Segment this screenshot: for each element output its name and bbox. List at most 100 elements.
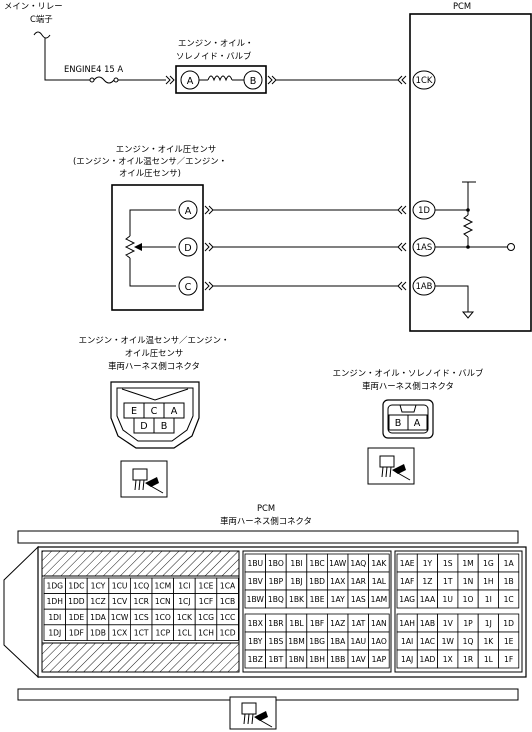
solenoid-connector-latch <box>399 404 417 413</box>
pcm-pin-label: 1BF <box>310 619 324 628</box>
connector-chevron-icon <box>397 281 407 291</box>
pcm-cavity <box>498 649 520 669</box>
pcm-pin-label: 1AJ <box>401 655 413 664</box>
pcm-pin-label: 1BW <box>247 595 265 604</box>
pcm-connector-top-rail <box>17 530 519 544</box>
pcm-pin-label: 1I <box>485 595 492 604</box>
pcm-pin-label: 1AC <box>420 637 435 646</box>
sensor-connector-label-line2: オイル圧センサ <box>125 348 184 358</box>
pcm-pin-label: 1AK <box>371 559 387 568</box>
pcm-pin-label: 1BN <box>289 655 305 664</box>
pcm-pin-label: 1AH <box>399 619 415 628</box>
sensor-pin-d: D <box>184 243 191 254</box>
solenoid-conn-pin-a: A <box>414 418 421 429</box>
pcm-pin-label: 1BS <box>269 637 284 646</box>
pcm-connector-label: PCM 車両ハーネス側コネクタ <box>220 503 312 526</box>
sensor-internal-wire-a <box>129 209 176 236</box>
pcm-pin-label: 1CW <box>111 613 129 622</box>
fuse-icon <box>89 76 119 84</box>
pcm-pin-1as: 1AS <box>416 242 432 252</box>
pcm-cavity <box>216 624 239 641</box>
pcm-pin-label: 1AQ <box>350 559 366 568</box>
pcm-pin-label: 1AV <box>351 655 367 664</box>
pcm-pin-label: 1AM <box>371 595 388 604</box>
pcm-cavity <box>498 589 520 609</box>
pcm-connector-end-cap <box>3 545 39 679</box>
pcm-pin-label: 1BQ <box>268 595 284 604</box>
sensor-label-line2: (エンジン・オイル温センサ／エンジン・ <box>73 156 227 166</box>
pcm-pin-label: 1G <box>483 559 494 568</box>
pcm-pin-label: 1AX <box>330 577 345 586</box>
pcm-pin-label: 1CN <box>155 597 171 606</box>
pcm-pin-label: 1A <box>504 559 515 568</box>
pcm-pin-label: 1M <box>462 559 473 568</box>
pcm-pin-label: 1AD <box>420 655 436 664</box>
pcm-pin-label: 1CZ <box>90 597 105 606</box>
sensor-pin-a-circle <box>178 200 198 220</box>
pcm-pin-label: 1CO <box>155 613 171 622</box>
pcm-cavity <box>368 589 390 609</box>
pcm-pin-label: 1DB <box>90 628 106 637</box>
pcm-pin-label: 1CD <box>220 628 236 637</box>
sensor-pin-d-circle <box>178 237 198 257</box>
pcm-pin-label: 1CV <box>112 597 128 606</box>
pcm-pin-label: 1CL <box>177 628 192 637</box>
solenoid-label-line1: エンジン・オイル・ <box>178 38 253 48</box>
sensor-conn-pin-c: C <box>151 406 158 417</box>
pcm-pin-label: 1AT <box>351 619 365 628</box>
solenoid-connector-label: エンジン・オイル・ソレノイド・バルブ 車両ハーネス側コネクタ <box>333 368 484 391</box>
pcm-pin-label: 1D <box>503 619 514 628</box>
pcm-pin-label: 1CB <box>220 597 235 606</box>
sensor-pin-a: A <box>185 206 192 217</box>
solenoid-connector-label-line2: 車両ハーネス側コネクタ <box>362 381 454 391</box>
pcm-connector-hatch-top <box>41 550 240 577</box>
pcm-pin-label: 1BP <box>269 577 284 586</box>
potentiometer-icon <box>124 235 136 259</box>
pcm-pin-label: 1CI <box>178 582 190 591</box>
pcm-pin-label: 1AO <box>371 637 387 646</box>
pcm-pin-label: 1V <box>443 619 454 628</box>
solenoid-label: エンジン・オイル・ ソレノイド・バルブ <box>176 38 253 61</box>
sensor-pin-c: C <box>185 282 192 293</box>
pcm-pin-label: 1BD <box>309 577 325 586</box>
pcm-pin-label: 1AA <box>420 595 436 604</box>
solenoid-conn-cell-a <box>407 414 428 431</box>
pcm-pin-label: 1BK <box>289 595 305 604</box>
pcm-connector-left-block <box>41 575 240 644</box>
main-relay-label-line1: メイン・リレー <box>4 1 63 11</box>
pcm-pin-label: 1BB <box>330 655 345 664</box>
pcm-pin-label: 1BT <box>269 655 284 664</box>
connector-chevron-icon <box>397 242 407 252</box>
sensor-connector-label-line3: 車両ハーネス側コネクタ <box>108 361 200 371</box>
pcm-pin-label: 1AI <box>401 637 413 646</box>
pcm-pin-label: 1CR <box>133 597 149 606</box>
sensor-connector-latch <box>121 388 189 401</box>
pcm-pin-label: 1BG <box>309 637 325 646</box>
pcm-pin-label: 1O <box>463 595 474 604</box>
pcm-pin-label: 1BZ <box>248 655 263 664</box>
pcm-pin-label: 1F <box>504 655 513 664</box>
pcm-pin-label: 1BH <box>309 655 325 664</box>
pcm-pin-label: 1CU <box>112 582 128 591</box>
sensor-connector-inner <box>116 387 194 442</box>
pcm-pin-label: 1DC <box>68 582 84 591</box>
pcm-pin-label: 1BR <box>268 619 284 628</box>
pcm-pin-label: 1DI <box>48 613 61 622</box>
connector-chevron-icon <box>397 205 407 215</box>
pcm-pin-label: 1X <box>443 655 453 664</box>
pcm-pin-label: 1AL <box>372 577 387 586</box>
pcm-pin-label: 1CH <box>198 628 214 637</box>
junction-dot <box>466 245 470 249</box>
pcm-pin-label: 1W <box>442 637 455 646</box>
pcm-pin-label: 1BL <box>289 619 304 628</box>
pcm-pin-label: 1L <box>484 655 494 664</box>
coil-icon <box>207 75 233 82</box>
pcm-pin-1ck: 1CK <box>416 75 433 85</box>
connector-chevron-icon <box>204 242 214 252</box>
pcm-pin-label: 1AB <box>420 619 435 628</box>
pcm-connector-label-line2: 車両ハーネス側コネクタ <box>220 516 312 526</box>
pcm-pin-label: 1AG <box>399 595 415 604</box>
pcm-connector-mid-block <box>242 550 392 673</box>
sensor-label-line1: エンジン・オイル圧センサ <box>116 144 217 154</box>
pcm-pin-label: 1DF <box>69 628 84 637</box>
